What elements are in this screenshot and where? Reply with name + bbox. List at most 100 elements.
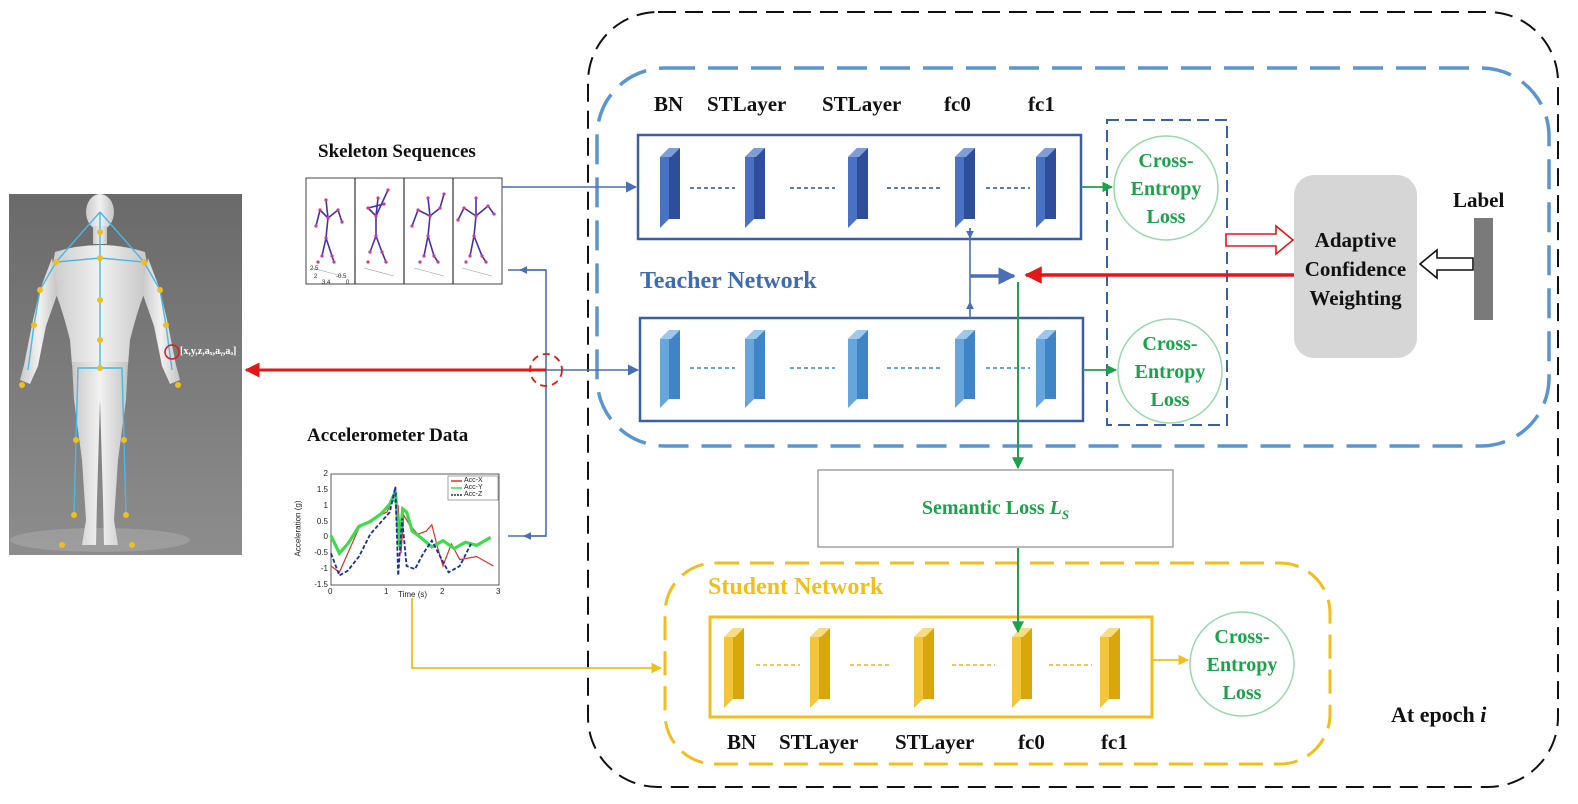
human-body-figure [9, 194, 242, 555]
label-title: Label [1453, 188, 1505, 212]
teacher-loss-circle-top [1113, 135, 1219, 241]
arrow-loss-to-acw [1225, 224, 1295, 256]
teacher-skeleton-layer-block [955, 148, 975, 228]
accel-yaxis-label: Acceleration (g) [293, 500, 303, 557]
loss-line: Cross- [1138, 150, 1194, 172]
student-layer-block [724, 628, 744, 708]
semantic-loss-label: Semantic Loss LS [818, 497, 1173, 522]
student-layer-block [914, 628, 934, 708]
acw-line: Confidence [1304, 257, 1407, 281]
loss-line: Cross- [1214, 626, 1270, 648]
student-layer-bn: BN [727, 730, 757, 754]
accel-ytick-label: -1.5 [314, 580, 328, 589]
student-layer-fc0: fc0 [1018, 730, 1045, 754]
student-branch [708, 615, 1154, 719]
accel-xtick-label: 0 [328, 587, 333, 596]
skeleton-sequences-title: Skeleton Sequences [318, 141, 476, 162]
teacher-accel-layer-block [955, 330, 975, 408]
student-network-title: Student Network [708, 574, 884, 600]
student-layer-block [810, 628, 830, 708]
student-layer-block [1100, 628, 1120, 708]
accel-series-line [329, 490, 492, 557]
accel-xaxis-label: Time (s) [398, 590, 428, 599]
accel-ytick-label: 2 [323, 469, 328, 478]
label-bar [1474, 218, 1493, 320]
teacher-skeleton-layer-block [660, 148, 680, 228]
accelerometer-data-title: Accelerometer Data [307, 425, 469, 446]
connectors [244, 181, 1474, 674]
accel-xtick-label: 2 [440, 587, 445, 596]
student-layer-stlayer-2: STLayer [895, 730, 975, 754]
loss-line: Loss [1222, 682, 1262, 704]
loss-line: Entropy [1206, 654, 1278, 676]
teacher-loss-box [1106, 119, 1228, 426]
acw-line: Adaptive [1314, 228, 1397, 252]
arrow-label-to-acw [1418, 248, 1474, 280]
skeleton-tick-label: 0 [346, 280, 350, 286]
student-layer-stlayer-1: STLayer [779, 730, 859, 754]
acw-line: Weighting [1309, 286, 1402, 310]
junction-circle [529, 353, 563, 387]
semantic-loss-text: Semantic Loss [921, 497, 1050, 519]
teacher-layer-stlayer-2: STLayer [822, 92, 902, 116]
skeleton-tick-label: 3.4 [322, 280, 331, 286]
skeleton-tick-label: -0.5 [336, 274, 347, 280]
student-container [663, 561, 1332, 766]
accel-legend-entry: Acc-Y [464, 484, 483, 491]
teacher-layer-fc0: fc0 [944, 92, 971, 116]
teacher-skeleton-layer-block [745, 148, 765, 228]
semantic-loss-box [817, 469, 1174, 548]
loss-line: Loss [1150, 389, 1190, 411]
teacher-skeleton-layer-block [848, 148, 868, 228]
semantic-loss-symbol: L [1049, 497, 1062, 519]
semantic-loss-subscript: S [1061, 507, 1070, 522]
student-layer-block [1012, 628, 1032, 708]
accel-ytick-label: -1 [320, 564, 328, 574]
epoch-label: At epoch i [1391, 702, 1487, 727]
epoch-container [587, 11, 1559, 788]
teacher-layer-bn: BN [654, 92, 684, 116]
arrow-accel-to-student [411, 598, 663, 674]
teacher-loss-bottom-label: Cross- Entropy Loss [1120, 330, 1220, 414]
accel-series-line [330, 486, 472, 577]
student-loss-label: Cross- Entropy Loss [1192, 623, 1292, 707]
teacher-accel-layer-block [1036, 330, 1056, 408]
loss-line: Entropy [1130, 178, 1202, 200]
loss-line: Entropy [1134, 361, 1206, 383]
accel-ytick-label: 0 [323, 532, 328, 542]
accel-legend-entry: Acc-Z [464, 491, 483, 498]
epoch-var: i [1480, 702, 1487, 727]
accel-ytick-label: 0.5 [316, 516, 328, 526]
accel-legend-entry: Acc-X [464, 477, 483, 484]
accel-xtick-label: 3 [496, 587, 501, 596]
skeleton-sequence-strip [305, 177, 503, 285]
acw-box [1294, 175, 1417, 358]
epoch-prefix: At epoch [1391, 702, 1481, 727]
junction-line [508, 269, 547, 537]
teacher-layer-fc1: fc1 [1028, 92, 1055, 116]
accel-ytick-label: -0.5 [314, 548, 328, 558]
accel-xtick-label: 1 [384, 587, 389, 596]
teacher-accel-layer-block [848, 330, 868, 408]
loss-line: Cross- [1142, 333, 1198, 355]
teacher-skeleton-layer-block [1036, 148, 1056, 228]
wrist-marker [164, 344, 180, 360]
teacher-layer-stlayer-1: STLayer [707, 92, 787, 116]
teacher-loss-circle-bottom [1117, 318, 1223, 424]
acw-label: Adaptive Confidence Weighting [1297, 226, 1414, 313]
teacher-loss-top-label: Cross- Entropy Loss [1116, 147, 1216, 231]
teacher-accel-layer-block [745, 330, 765, 408]
skeleton-tick-label: 2.5 [310, 266, 319, 272]
accelerometer-plot [329, 473, 500, 586]
teacher-accel-layer-block [660, 330, 680, 408]
student-layer-fc1: fc1 [1101, 730, 1128, 754]
student-loss-circle [1189, 611, 1295, 717]
teacher-network-title: Teacher Network [640, 268, 817, 294]
teacher-container [595, 66, 1551, 448]
skeleton-tick-label: 2 [314, 274, 318, 280]
accel-ytick-label: 1 [323, 500, 328, 510]
accel-ytick-label: 1.5 [316, 484, 328, 494]
loss-line: Loss [1146, 206, 1186, 228]
joint-vector-label: [x,y,z,aₓ,aᵧ,aₔ] [180, 346, 237, 357]
